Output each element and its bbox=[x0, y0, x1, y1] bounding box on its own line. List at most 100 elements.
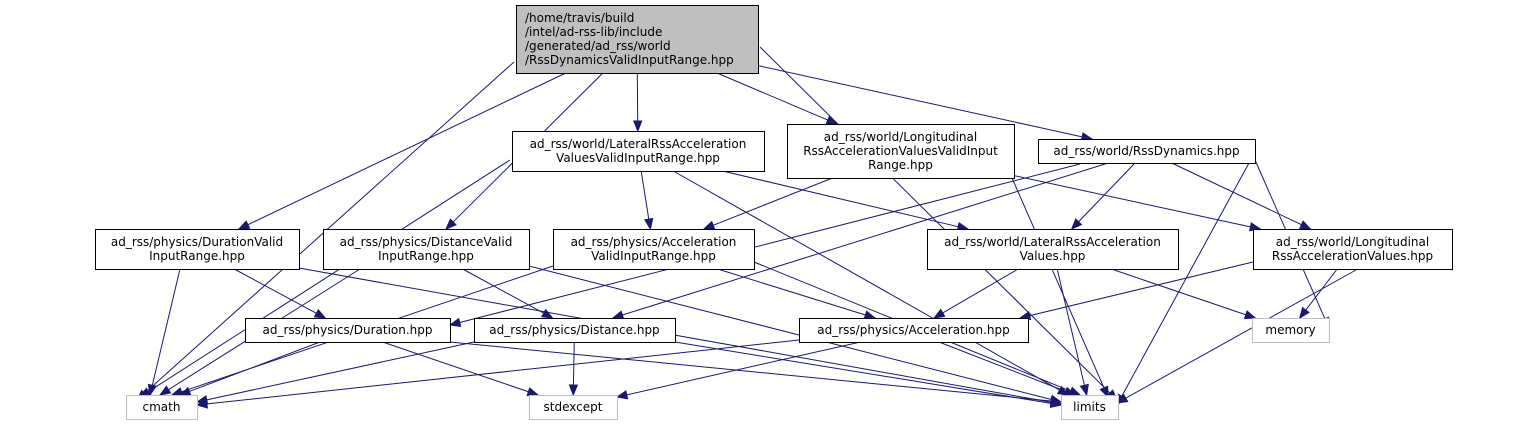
arrowhead-icon bbox=[863, 310, 877, 320]
edge-line bbox=[717, 268, 866, 316]
arrowhead-icon bbox=[615, 390, 629, 400]
edge-duration_valid-to-duration bbox=[233, 268, 327, 319]
edge-line bbox=[233, 268, 317, 314]
edge-acceleration-to-limits bbox=[938, 341, 1077, 396]
node-label-line: InputRange.hpp bbox=[149, 249, 245, 263]
node-box bbox=[512, 131, 765, 172]
arrowhead-icon bbox=[1298, 220, 1312, 230]
edge-line bbox=[626, 341, 861, 396]
arrowhead-icon bbox=[313, 308, 327, 319]
edge-acceleration_valid-to-acceleration bbox=[717, 268, 877, 320]
node-distance[interactable]: ad_rss/physics/Distance.hpp bbox=[474, 318, 676, 343]
node-lateral-values[interactable]: ad_rss/world/LateralRssAccelerationValue… bbox=[927, 229, 1179, 270]
edge-line bbox=[148, 159, 511, 393]
node-label-line: ValidInputRange.hpp bbox=[591, 249, 716, 263]
node-box bbox=[126, 395, 198, 420]
arrowhead-icon bbox=[158, 385, 172, 396]
edge-rss_dynamics-to-lateral_values bbox=[1070, 162, 1136, 230]
edge-distance_valid-to-distance bbox=[462, 268, 554, 319]
arrowhead-icon bbox=[1049, 398, 1063, 408]
edge-root-to-longitudinal_valid bbox=[716, 72, 839, 125]
edge-line bbox=[716, 72, 828, 121]
node-acceleration-valid[interactable]: ad_rss/physics/AccelerationValidInputRan… bbox=[553, 229, 755, 270]
node-label-line: RssAccelerationValuesValidInput bbox=[803, 144, 998, 158]
arrowhead-icon bbox=[702, 220, 716, 230]
edge-line bbox=[1121, 151, 1256, 397]
node-root: /home/travis/build/intel/ad-rss-lib/incl… bbox=[516, 5, 759, 74]
edge-line bbox=[938, 341, 1066, 392]
node-box bbox=[474, 318, 676, 343]
arrowhead-icon bbox=[195, 399, 208, 409]
node-longitudinal-valid[interactable]: ad_rss/world/LongitudinalRssAcceleration… bbox=[787, 124, 1015, 179]
edge-line bbox=[528, 265, 1052, 401]
node-limits: limits bbox=[1061, 395, 1119, 420]
edge-line bbox=[1125, 269, 1357, 399]
node-label-line: /generated/ad_rss/world bbox=[525, 39, 671, 53]
node-label-line: /RssDynamicsValidInputRange.hpp bbox=[525, 53, 734, 67]
edge-line bbox=[206, 339, 800, 405]
arrowhead-icon bbox=[825, 115, 839, 125]
node-acceleration[interactable]: ad_rss/physics/Acceleration.hpp bbox=[799, 318, 1029, 343]
arrowhead-icon bbox=[445, 218, 457, 230]
edge-longitudinal_values-to-acceleration bbox=[1018, 261, 1254, 321]
arrowhead-icon bbox=[541, 308, 554, 319]
edge-lateral_valid-to-lateral_values bbox=[722, 170, 970, 232]
edge-distance-to-stdexcept bbox=[568, 341, 579, 397]
arrowhead-icon bbox=[1298, 306, 1310, 320]
node-label-line: ad_rss/physics/Distance.hpp bbox=[489, 323, 659, 337]
arrowhead-icon bbox=[237, 220, 251, 230]
node-box bbox=[787, 124, 1015, 179]
edge-duration_valid-to-cmath bbox=[147, 268, 181, 397]
node-label-line: cmath bbox=[143, 400, 181, 414]
node-duration[interactable]: ad_rss/physics/Duration.hpp bbox=[245, 318, 451, 343]
edge-root-to-lateral_valid bbox=[632, 72, 643, 133]
arrowhead-icon bbox=[147, 383, 158, 397]
arrowhead-icon bbox=[448, 317, 462, 327]
node-label-line: ad_rss/physics/DistanceValid bbox=[340, 235, 513, 249]
edge-line bbox=[674, 341, 1052, 404]
arrowhead-icon bbox=[1099, 385, 1109, 399]
node-box bbox=[95, 229, 300, 270]
edge-root-to-duration_valid bbox=[237, 72, 566, 230]
node-label-line: ad_rss/physics/DurationValid bbox=[111, 235, 283, 249]
edge-lateral_valid-to-cmath bbox=[138, 159, 511, 398]
node-label-line: Values.hpp bbox=[1020, 249, 1086, 263]
edge-lateral_values-to-acceleration bbox=[932, 268, 1019, 319]
edge-line bbox=[459, 163, 1081, 324]
node-box bbox=[1253, 229, 1453, 270]
node-label-line: memory bbox=[1265, 323, 1315, 337]
edge-rss_dynamics-to-longitudinal_values bbox=[1171, 162, 1312, 230]
edge-line bbox=[151, 268, 181, 386]
node-box bbox=[529, 395, 618, 420]
edge-line bbox=[1111, 268, 1246, 316]
arrowhead-icon bbox=[568, 384, 579, 397]
edge-layer bbox=[135, 46, 1357, 409]
edge-longitudinal_values-to-memory bbox=[1298, 268, 1338, 320]
edge-line bbox=[942, 268, 1019, 314]
node-rss-dynamics[interactable]: ad_rss/world/RssDynamics.hpp bbox=[1038, 139, 1256, 164]
node-label-line: ad_rss/physics/Acceleration.hpp bbox=[817, 323, 1009, 337]
node-box bbox=[1061, 395, 1119, 420]
node-longitudinal-values[interactable]: ad_rss/world/LongitudinalRssAcceleration… bbox=[1253, 229, 1453, 270]
node-layer: /home/travis/build/intel/ad-rss-lib/incl… bbox=[95, 5, 1453, 420]
edge-line bbox=[1011, 177, 1105, 389]
node-distance-valid[interactable]: ad_rss/physics/DistanceValidInputRange.h… bbox=[323, 229, 530, 270]
edge-line bbox=[722, 170, 959, 228]
edge-longitudinal_values-to-limits bbox=[1115, 269, 1357, 404]
edge-line bbox=[247, 72, 566, 226]
node-box bbox=[323, 229, 530, 270]
arrowhead-icon bbox=[611, 310, 625, 320]
node-lateral-valid[interactable]: ad_rss/world/LateralRssAccelerationValue… bbox=[512, 131, 765, 172]
node-box bbox=[799, 318, 1029, 343]
node-label-line: ad_rss/physics/Acceleration bbox=[571, 235, 737, 249]
node-label-line: ad_rss/world/Longitudinal bbox=[1276, 235, 1429, 249]
edge-line bbox=[757, 65, 1083, 138]
arrowhead-icon bbox=[644, 217, 654, 231]
arrowhead-icon bbox=[632, 120, 643, 133]
node-duration-valid[interactable]: ad_rss/physics/DurationValidInputRange.h… bbox=[95, 229, 300, 270]
node-label-line: ValuesValidInputRange.hpp bbox=[556, 151, 720, 165]
arrowhead-icon bbox=[1079, 383, 1089, 397]
node-label-line: Range.hpp bbox=[868, 158, 933, 172]
edge-line bbox=[206, 341, 475, 401]
